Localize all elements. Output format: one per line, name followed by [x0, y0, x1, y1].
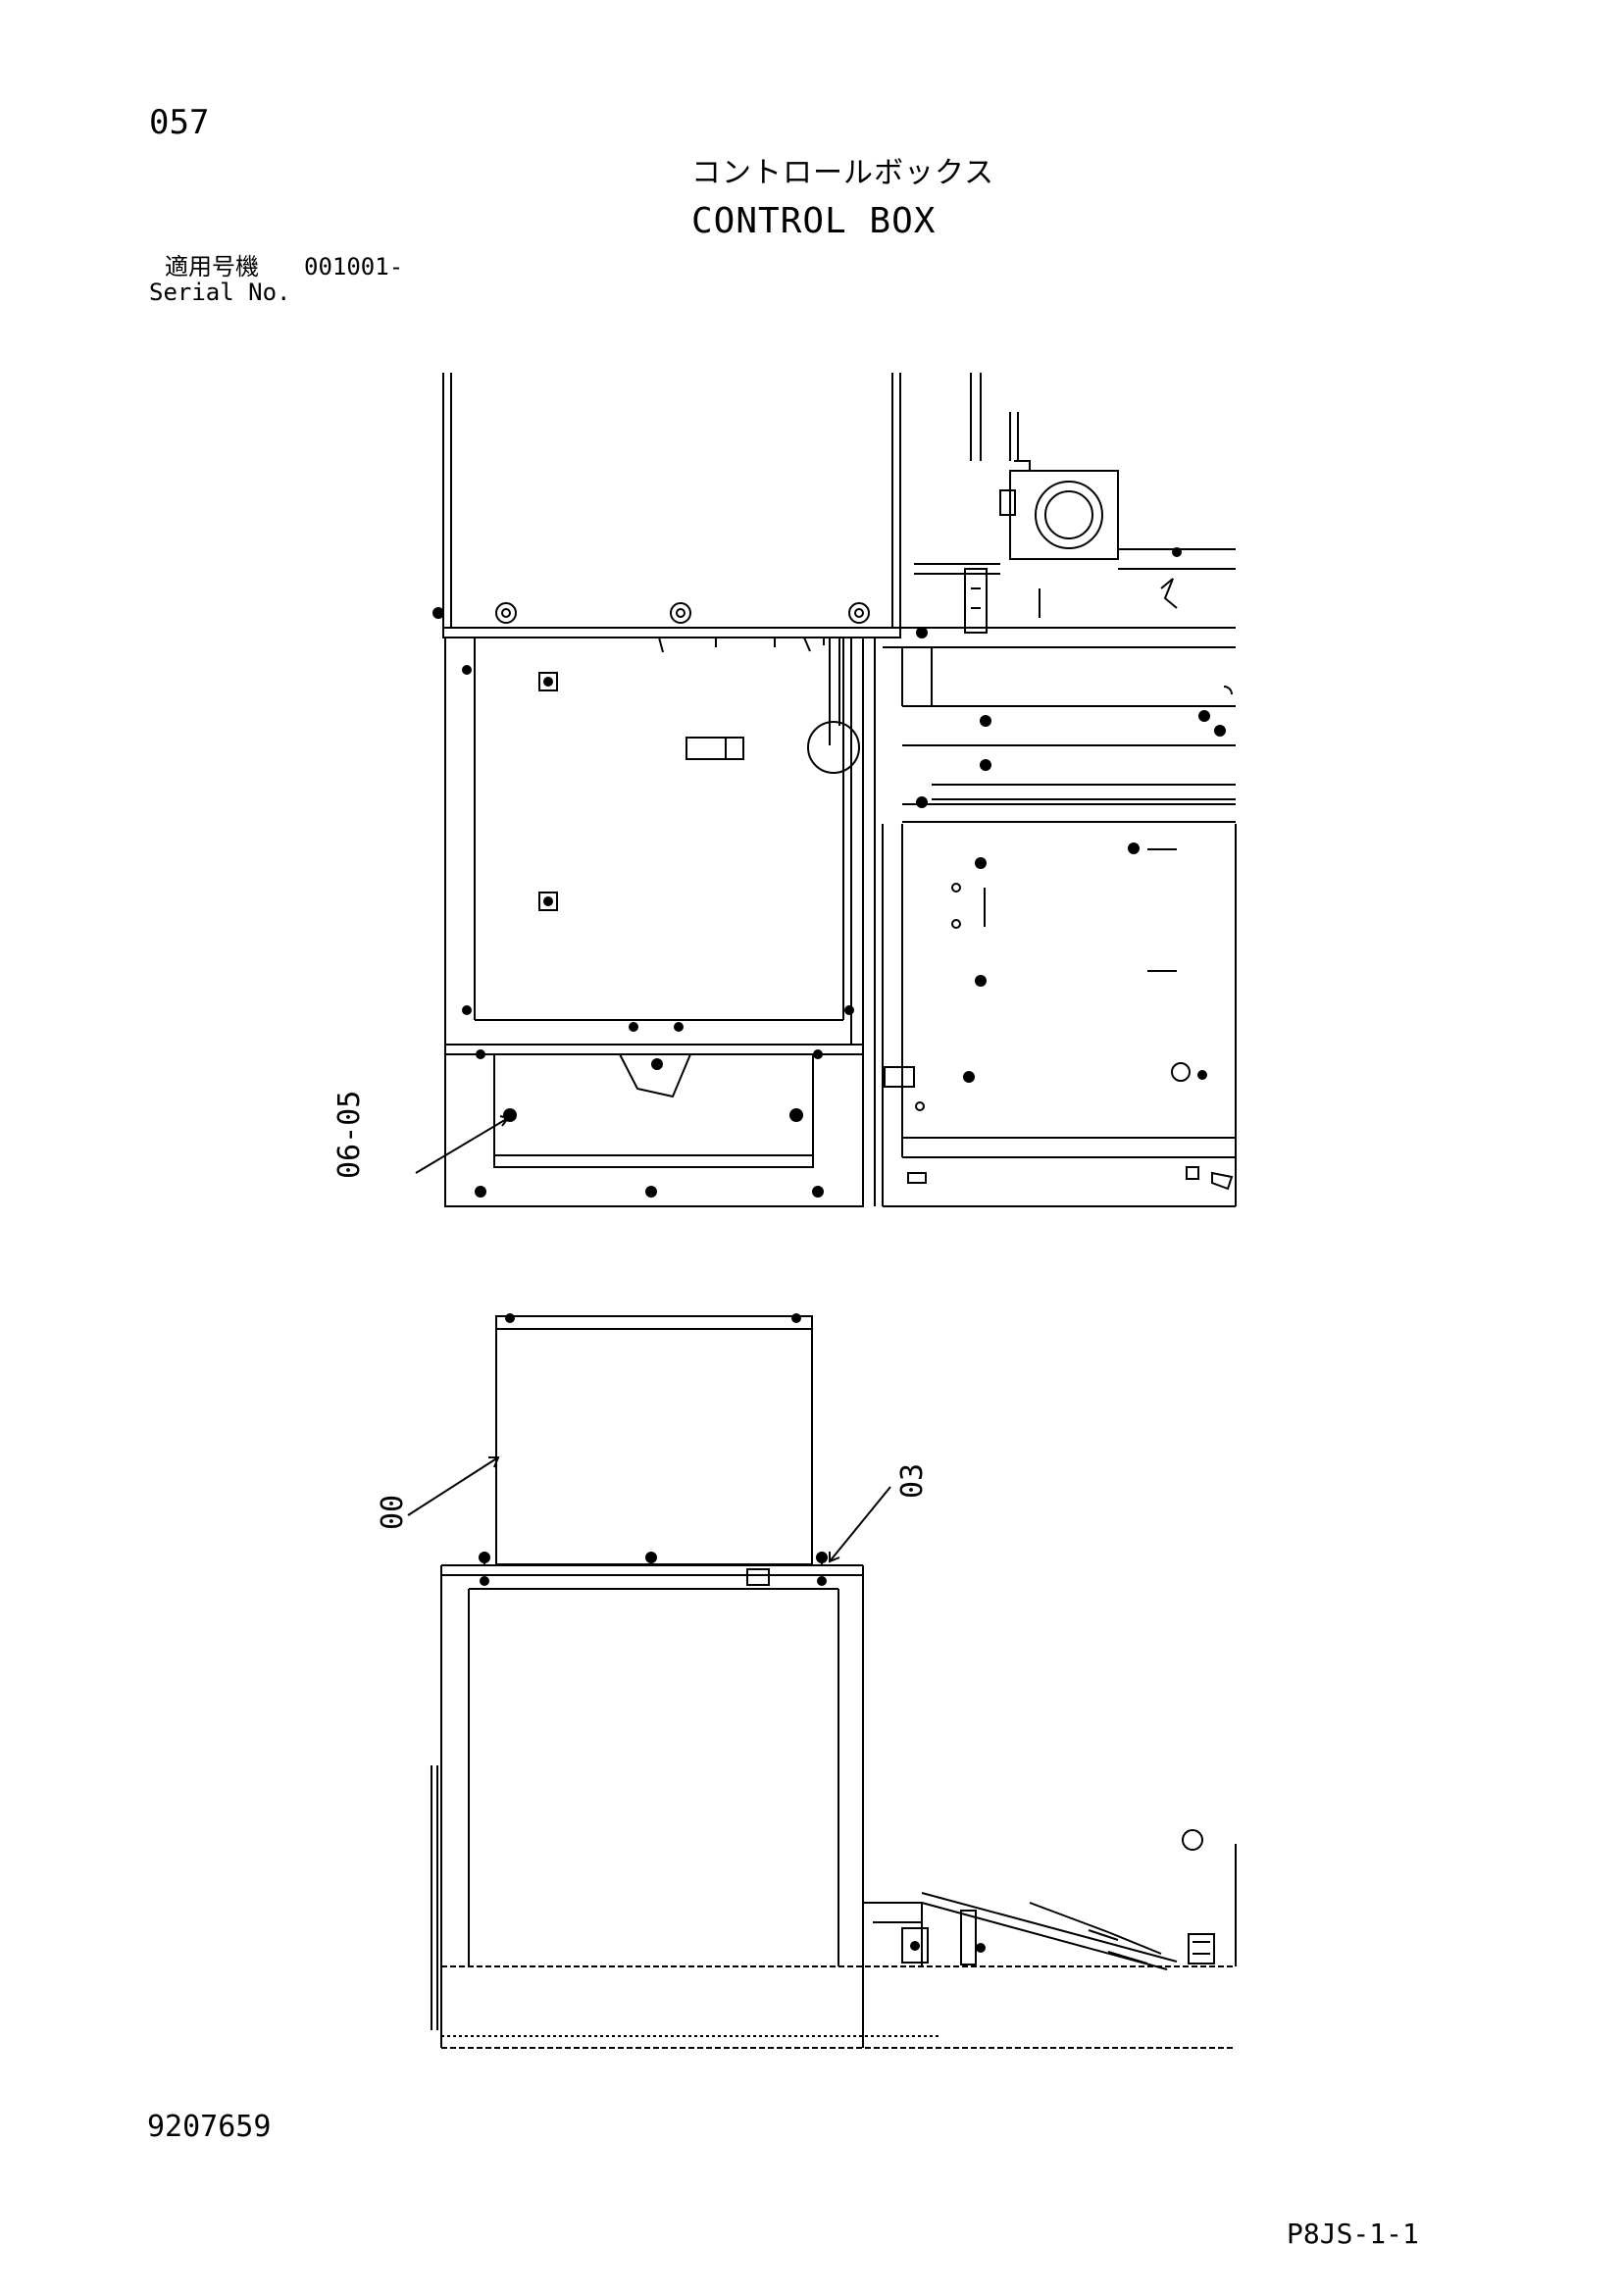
serial-label-english: Serial No. [149, 279, 291, 306]
sheet-code: P8JS-1-1 [1287, 2218, 1419, 2250]
document-number: 9207659 [147, 2110, 272, 2144]
page-number: 057 [149, 103, 210, 142]
title-english: CONTROL BOX [691, 201, 937, 241]
title-japanese: コントロールボックス [691, 156, 995, 190]
serial-range: 001001- [304, 253, 404, 281]
callout-00: 00 [376, 1495, 410, 1530]
lower-view: 00 03 [376, 1313, 1237, 2049]
serial-label-japanese: 適用号機 [165, 253, 259, 281]
callout-06-05: 06-05 [332, 1091, 367, 1179]
callout-03: 03 [895, 1463, 930, 1499]
upper-view: 06-05 [332, 373, 1237, 1207]
